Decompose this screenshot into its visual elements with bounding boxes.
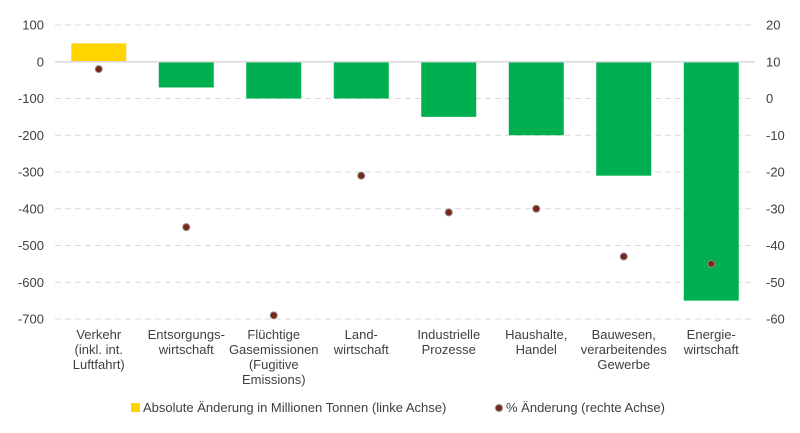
legend-bar-marker [131, 403, 140, 412]
category-label: Haushalte, [505, 327, 567, 342]
category-label: Industrielle [417, 327, 480, 342]
left-tick-label: 0 [37, 54, 44, 69]
right-tick-label: -40 [766, 238, 785, 253]
legend-dot-label: % Änderung (rechte Achse) [506, 400, 665, 415]
legend-dot-marker [495, 404, 503, 412]
data-point [94, 65, 103, 74]
data-point [182, 223, 191, 232]
data-point [707, 259, 716, 268]
right-tick-label: -60 [766, 312, 785, 327]
category-label: Entsorgungs- [148, 327, 225, 342]
category-label: Gasemissionen [229, 342, 319, 357]
category-label: Handel [516, 342, 557, 357]
category-label: Prozesse [422, 342, 476, 357]
left-tick-label: -200 [18, 128, 44, 143]
left-tick-label: -400 [18, 201, 44, 216]
left-tick-label: -600 [18, 275, 44, 290]
right-tick-label: -50 [766, 275, 785, 290]
right-tick-label: -30 [766, 201, 785, 216]
category-label: verarbeitendes [581, 342, 667, 357]
right-tick-label: 10 [766, 54, 780, 69]
category-label: Gewerbe [597, 357, 650, 372]
left-tick-label: -300 [18, 165, 44, 180]
category-label: Energie- [687, 327, 736, 342]
right-tick-label: 20 [766, 18, 780, 33]
bar [333, 61, 389, 99]
bar [596, 61, 652, 176]
category-label: Flüchtige [247, 327, 300, 342]
category-label: (inkl. int. [75, 342, 123, 357]
legend-bar-label: Absolute Änderung in Millionen Tonnen (l… [143, 400, 446, 415]
bar [421, 61, 477, 117]
right-tick-label: -10 [766, 128, 785, 143]
category-label: Verkehr [76, 327, 121, 342]
left-tick-label: -100 [18, 91, 44, 106]
category-label: Luftfahrt) [73, 357, 125, 372]
left-tick-label: -700 [18, 312, 44, 327]
category-label: wirtschaft [158, 342, 214, 357]
data-point [357, 171, 366, 180]
category-label: wirtschaft [683, 342, 739, 357]
data-point [269, 311, 278, 320]
data-point [532, 204, 541, 213]
category-label: (Fugitive [249, 357, 299, 372]
bar [508, 61, 564, 136]
bar [71, 43, 127, 62]
bar [158, 61, 214, 88]
right-tick-label: -20 [766, 165, 785, 180]
category-label: Bauwesen, [592, 327, 656, 342]
category-label: Emissions) [242, 372, 306, 387]
left-tick-label: 100 [22, 18, 44, 33]
bar [246, 61, 302, 99]
right-tick-label: 0 [766, 91, 773, 106]
category-label: Land- [345, 327, 378, 342]
data-point [619, 252, 628, 261]
category-label: wirtschaft [333, 342, 389, 357]
left-tick-label: -500 [18, 238, 44, 253]
data-point [444, 208, 453, 217]
